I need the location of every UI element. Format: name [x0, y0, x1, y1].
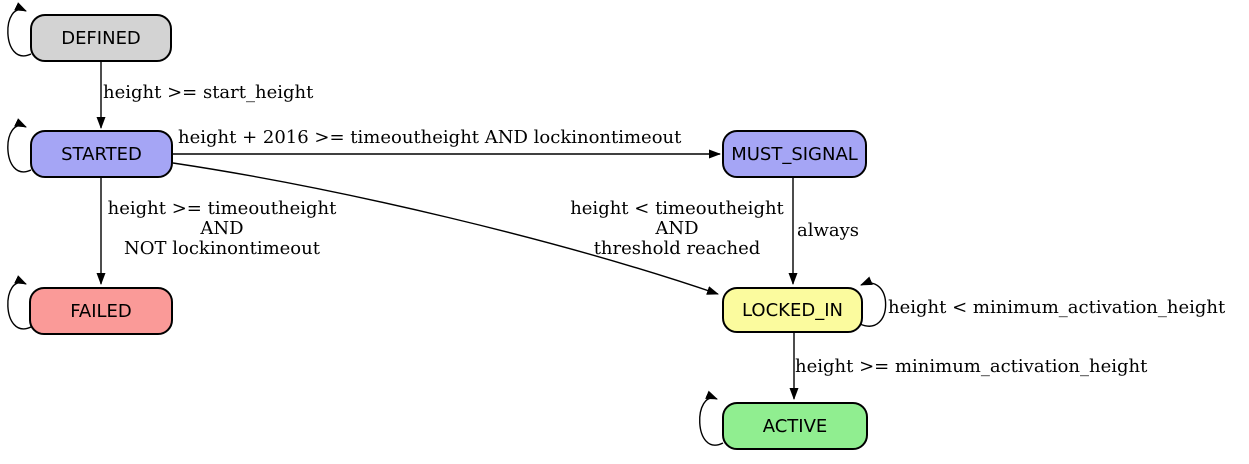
edge-label-line: AND: [655, 218, 699, 239]
state-label-failed: FAILED: [70, 300, 132, 322]
self-loop-failed: [7, 275, 32, 330]
state-node-failed: FAILED: [29, 287, 173, 335]
state-label-locked-in: LOCKED_IN: [742, 299, 843, 321]
edge-label-locked-in-to-active: height >= minimum_activation_height: [795, 356, 1148, 377]
state-label-active: ACTIVE: [762, 415, 828, 437]
edge-label-started-to-locked-in: height < timeoutheight AND threshold rea…: [547, 199, 807, 259]
edge-label-must-signal-to-locked-in: always: [797, 220, 860, 241]
edge-label-started-to-must-signal: height + 2016 >= timeoutheight AND locki…: [178, 127, 682, 148]
self-loop-locked-in: [859, 276, 887, 327]
state-label-defined: DEFINED: [61, 27, 141, 49]
state-node-started: STARTED: [30, 130, 173, 178]
edge-label-started-to-failed: height >= timeoutheight AND NOT lockinon…: [92, 199, 352, 259]
state-node-must-signal: MUST_SIGNAL: [722, 130, 867, 178]
state-node-locked-in: LOCKED_IN: [722, 287, 863, 333]
self-loop-active: [699, 390, 724, 446]
state-node-active: ACTIVE: [722, 402, 868, 450]
self-loop-started: [7, 118, 32, 173]
edge-label-line: AND: [200, 218, 244, 239]
state-label-started: STARTED: [61, 143, 142, 165]
state-label-must-signal: MUST_SIGNAL: [731, 143, 858, 165]
self-loop-defined: [7, 2, 32, 57]
edge-started-to-locked-in: [172, 162, 719, 295]
edge-label-line: NOT lockinontimeout: [124, 238, 320, 259]
edge-label-line: height < timeoutheight: [570, 198, 784, 219]
edge-label-locked-in-self-loop: height < minimum_activation_height: [888, 297, 1226, 318]
edge-label-defined-to-started: height >= start_height: [103, 82, 314, 103]
edge-label-line: height >= timeoutheight: [107, 198, 337, 219]
edge-label-line: threshold reached: [593, 238, 761, 259]
state-node-defined: DEFINED: [30, 14, 172, 62]
